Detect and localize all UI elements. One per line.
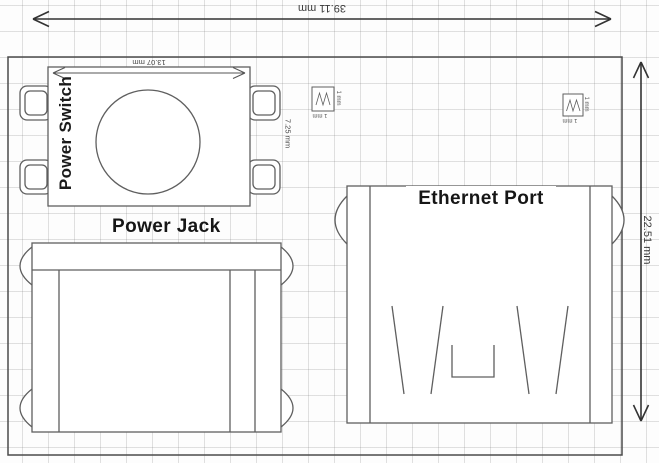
board-height-dimension: 22.51 mm (641, 215, 653, 265)
pad1-width-dimension: 1 mm (312, 112, 328, 118)
pad-detail-box-1 (311, 86, 335, 112)
pad-detail-annotations (311, 86, 584, 117)
switch-actuator-circle (95, 89, 201, 195)
jack-ear-bottom-right (280, 388, 294, 428)
jack-body (31, 242, 282, 433)
ethernet-ear-left (334, 195, 348, 245)
pad-detail-glyph-1 (315, 91, 331, 107)
pad-detail-box-2 (562, 93, 584, 117)
dimension-arrow-vertical (632, 61, 650, 422)
switch-width-dimension: 13.07 mm (132, 58, 166, 67)
pad2-width-dimension: 1 mm (562, 117, 578, 123)
power-jack-footprint (19, 242, 294, 433)
switch-corner-pads (19, 85, 281, 195)
jack-ear-top-left (19, 246, 33, 286)
power-switch-label: Power Switch (56, 75, 75, 191)
ethernet-port-label: Ethernet Port (406, 186, 556, 212)
power-jack-label: Power Jack (112, 216, 221, 237)
jack-ear-top-right (280, 246, 294, 286)
power-switch-footprint (19, 66, 281, 207)
jack-ear-bottom-left (19, 388, 33, 428)
dimension-arrow-horizontal (32, 10, 612, 28)
ethernet-body (346, 185, 613, 424)
ethernet-port-footprint (334, 185, 625, 424)
pad1-height-dimension: 1 mm (335, 90, 341, 106)
switch-width-arrow (52, 67, 246, 79)
pad-detail-glyph-2 (566, 98, 581, 113)
switch-height-dimension: 7.25 mm (283, 118, 293, 149)
board-outline (7, 56, 623, 456)
ethernet-ear-right (611, 195, 625, 245)
board-width-dimension: 39.11 mm (297, 2, 347, 14)
pad2-height-dimension: 1 mm (583, 96, 589, 112)
